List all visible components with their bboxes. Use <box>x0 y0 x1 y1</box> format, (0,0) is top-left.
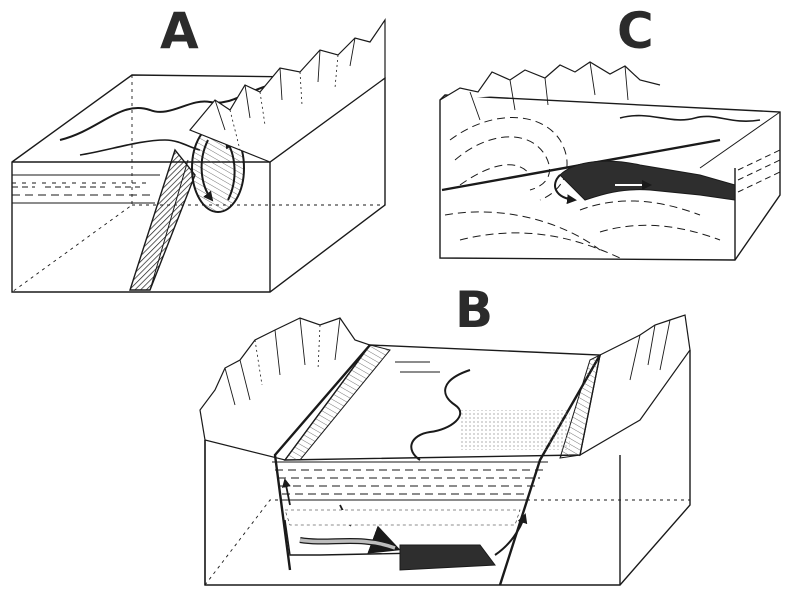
panel-label-b: B <box>455 285 493 335</box>
panel-label-a: A <box>160 6 199 56</box>
panel-label-c: C <box>617 6 654 56</box>
block-b <box>200 315 690 585</box>
block-a <box>12 20 385 292</box>
block-c <box>440 62 780 260</box>
